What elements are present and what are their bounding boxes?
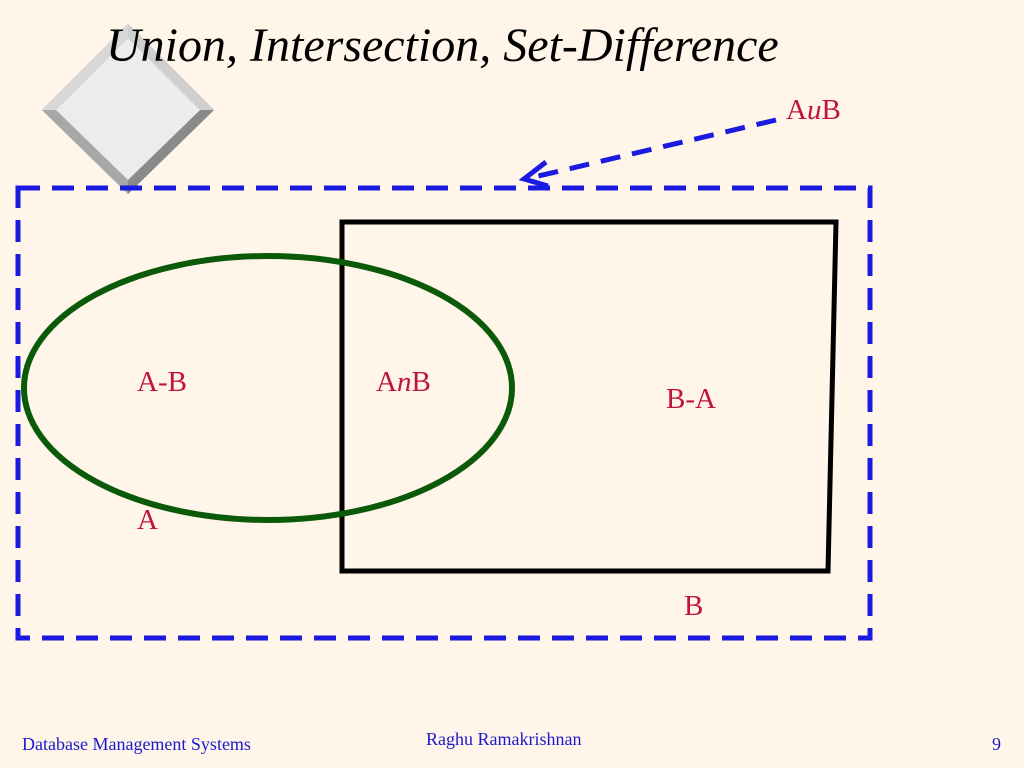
intersection-label: AnB — [376, 368, 431, 397]
set-b-rectangle — [339, 219, 839, 574]
union-label-left: A — [786, 94, 807, 126]
union-arrow — [518, 117, 777, 189]
union-operator: u — [806, 94, 822, 126]
diamond-icon — [42, 24, 214, 194]
intersection-label-left: A — [376, 366, 397, 398]
page-number: 9 — [992, 734, 1001, 754]
b-minus-a-label: B-A — [666, 383, 716, 415]
intersection-label-right: B — [411, 366, 431, 398]
intersection-operator: n — [396, 366, 412, 398]
slide-title: Union, Intersection, Set-Difference — [106, 19, 779, 72]
a-minus-b-label: A-B — [137, 366, 187, 398]
set-b-label: B — [684, 590, 704, 622]
set-a-label: A — [137, 504, 158, 536]
footer-course: Database Management Systems — [22, 734, 251, 754]
union-boundary — [15, 185, 873, 641]
set-a-ellipse — [21, 253, 515, 523]
union-label-right: B — [821, 94, 841, 126]
footer-author: Raghu Ramakrishnan — [426, 729, 582, 749]
union-label: AuB — [786, 96, 841, 125]
